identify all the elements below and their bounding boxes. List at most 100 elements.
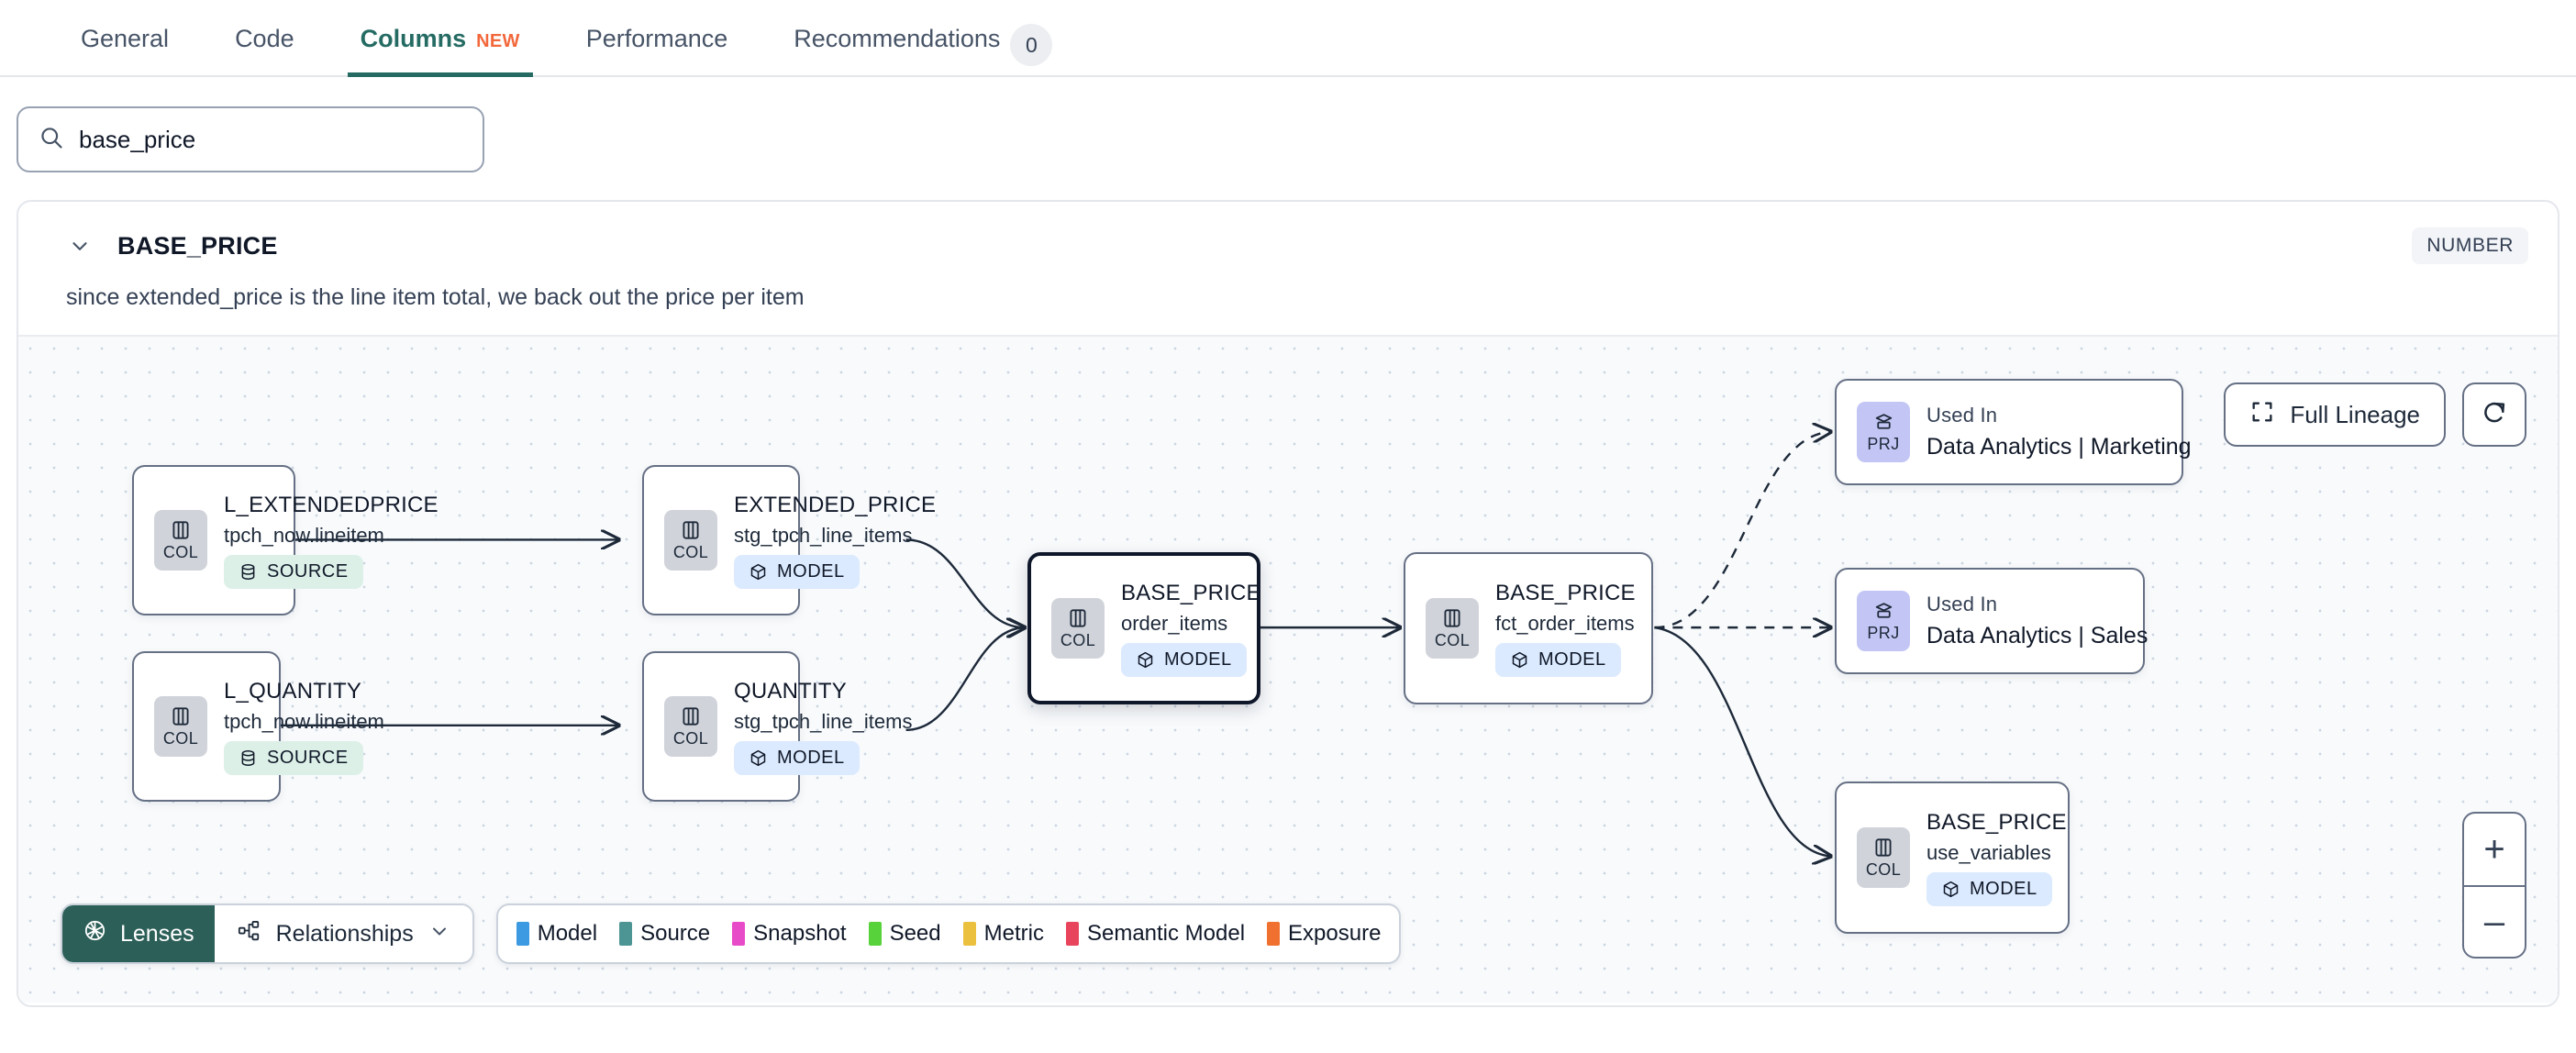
legend-swatch bbox=[868, 922, 882, 946]
search-input[interactable]: base_price bbox=[17, 106, 484, 172]
column-header: BASE_PRICE NUMBER bbox=[18, 202, 2558, 264]
legend-swatch bbox=[962, 922, 976, 946]
node-body: Used In Data Analytics | Sales bbox=[1926, 593, 2148, 649]
node-type-pill: MODEL bbox=[734, 554, 860, 589]
node-name: L_QUANTITY bbox=[224, 678, 362, 704]
node-name: BASE_PRICE bbox=[1926, 809, 2067, 835]
col-badge-icon: COL bbox=[154, 510, 207, 571]
tab-label: Columns bbox=[360, 25, 467, 52]
lineage-node-extended-price[interactable]: COL EXTENDED_PRICE stg_tpch_line_items M… bbox=[642, 465, 937, 615]
tab-performance[interactable]: Performance bbox=[553, 0, 761, 77]
node-type-label: MODEL bbox=[1164, 648, 1232, 670]
legend-item-semantic-model[interactable]: Semantic Model bbox=[1065, 921, 1245, 947]
page-title: BASE_PRICE bbox=[117, 231, 278, 260]
node-type-label: MODEL bbox=[777, 747, 845, 768]
tab-code[interactable]: Code bbox=[202, 0, 328, 77]
full-lineage-label: Full Lineage bbox=[2290, 400, 2420, 428]
legend-item-model[interactable]: Model bbox=[516, 921, 597, 947]
node-type-pill: MODEL bbox=[1495, 642, 1621, 677]
node-name: EXTENDED_PRICE bbox=[734, 492, 937, 517]
node-type-pill: MODEL bbox=[734, 740, 860, 775]
node-body: BASE_PRICE order_items MODEL bbox=[1121, 580, 1261, 677]
prj-badge-label: PRJ bbox=[1867, 623, 1900, 642]
aperture-icon bbox=[83, 918, 107, 949]
search-value: base_price bbox=[79, 125, 196, 153]
tab-columns[interactable]: Columns NEW bbox=[328, 0, 553, 77]
refresh-button[interactable] bbox=[2462, 382, 2526, 447]
zoom-in-button[interactable]: + bbox=[2483, 828, 2505, 870]
col-badge-label: COL bbox=[162, 543, 199, 561]
col-badge-label: COL bbox=[1434, 631, 1471, 649]
node-subtitle: tpch_now.lineitem bbox=[224, 709, 384, 733]
node-body: QUANTITY stg_tpch_line_items MODEL bbox=[734, 679, 912, 775]
lineage-node-used-in-marketing[interactable]: PRJ Used In Data Analytics | Marketing bbox=[1835, 379, 2192, 485]
node-used-in-label: Used In bbox=[1926, 593, 1998, 615]
node-subtitle: tpch_now.lineitem bbox=[224, 523, 384, 547]
cube-icon bbox=[750, 749, 766, 766]
tab-new-flag: NEW bbox=[476, 31, 520, 51]
lineage-node-quantity[interactable]: COL QUANTITY stg_tpch_line_items MODEL bbox=[642, 651, 912, 802]
chevron-down-icon bbox=[428, 920, 450, 948]
node-name: BASE_PRICE bbox=[1121, 580, 1261, 605]
cube-icon bbox=[1138, 651, 1153, 668]
status-badge: NUMBER bbox=[2412, 227, 2528, 264]
zoom-out-button[interactable]: – bbox=[2464, 885, 2525, 957]
node-subtitle: fct_order_items bbox=[1495, 611, 1635, 635]
tab-bar: General Code Columns NEW Performance Rec… bbox=[0, 0, 2576, 77]
legend-item-source[interactable]: Source bbox=[619, 921, 710, 947]
node-type-label: SOURCE bbox=[267, 560, 349, 582]
legend-label: Model bbox=[537, 921, 598, 946]
lineage-node-base-price-fct-order-items[interactable]: COL BASE_PRICE fct_order_items MODEL bbox=[1404, 552, 1653, 704]
relationships-dropdown[interactable]: Relationships bbox=[215, 905, 472, 962]
tab-general[interactable]: General bbox=[48, 0, 202, 77]
node-type-label: MODEL bbox=[1538, 648, 1606, 670]
legend-label: Seed bbox=[889, 921, 941, 946]
cube-icon bbox=[750, 563, 766, 580]
node-type-label: MODEL bbox=[777, 560, 845, 582]
node-body: L_QUANTITY tpch_now.lineitem SOURCE bbox=[224, 678, 384, 775]
chevron-down-icon[interactable] bbox=[66, 232, 94, 260]
relationships-icon bbox=[237, 918, 261, 949]
legend-item-snapshot[interactable]: Snapshot bbox=[732, 921, 847, 947]
canvas-top-controls: Full Lineage bbox=[2224, 382, 2526, 447]
col-badge-icon: COL bbox=[1857, 827, 1910, 888]
node-body: EXTENDED_PRICE stg_tpch_line_items MODEL bbox=[734, 492, 937, 589]
tab-label: Performance bbox=[585, 25, 728, 52]
column-panel: BASE_PRICE NUMBER since extended_price i… bbox=[17, 200, 2559, 1007]
legend-label: Snapshot bbox=[753, 921, 847, 946]
legend-swatch bbox=[1267, 922, 1281, 946]
lineage-node-base-price-use-variables[interactable]: COL BASE_PRICE use_variables MODEL bbox=[1835, 781, 2070, 934]
search-row: base_price bbox=[0, 77, 2576, 172]
legend: Model Source Snapshot Seed Metric bbox=[495, 903, 1402, 964]
lineage-canvas[interactable]: COL L_EXTENDEDPRICE tpch_now.lineitem SO… bbox=[18, 335, 2558, 1003]
legend-swatch bbox=[619, 922, 633, 946]
lineage-node-base-price-order-items[interactable]: COL BASE_PRICE order_items MODEL bbox=[1027, 552, 1261, 704]
legend-label: Source bbox=[640, 921, 711, 946]
column-description: since extended_price is the line item to… bbox=[66, 284, 805, 310]
search-icon bbox=[39, 125, 64, 155]
lenses-button[interactable]: Lenses bbox=[62, 905, 215, 962]
legend-item-seed[interactable]: Seed bbox=[868, 921, 941, 947]
legend-label: Metric bbox=[983, 921, 1044, 946]
legend-swatch bbox=[732, 922, 746, 946]
tab-recommendations[interactable]: Recommendations 0 bbox=[761, 0, 1085, 77]
database-icon bbox=[241, 563, 255, 580]
zoom-controls: + – bbox=[2462, 812, 2526, 959]
lineage-node-l-quantity[interactable]: COL L_QUANTITY tpch_now.lineitem SOURCE bbox=[132, 651, 384, 802]
recommendations-count-badge: 0 bbox=[1010, 24, 1053, 66]
tab-label: Recommendations bbox=[794, 25, 1001, 52]
col-badge-label: COL bbox=[162, 729, 199, 748]
relationships-label: Relationships bbox=[275, 920, 414, 947]
lineage-node-used-in-sales[interactable]: PRJ Used In Data Analytics | Sales bbox=[1835, 568, 2148, 674]
col-badge-label: COL bbox=[672, 729, 709, 748]
node-subtitle: use_variables bbox=[1926, 840, 2051, 864]
full-lineage-button[interactable]: Full Lineage bbox=[2224, 382, 2446, 447]
tab-label: General bbox=[81, 25, 170, 52]
lineage-node-l-extendedprice[interactable]: COL L_EXTENDEDPRICE tpch_now.lineitem SO… bbox=[132, 465, 439, 615]
node-name: L_EXTENDEDPRICE bbox=[224, 492, 439, 517]
legend-item-metric[interactable]: Metric bbox=[962, 921, 1044, 947]
node-body: L_EXTENDEDPRICE tpch_now.lineitem SOURCE bbox=[224, 492, 439, 589]
lineage-edges bbox=[277, 337, 2558, 1003]
node-used-in-label: Used In bbox=[1926, 404, 1998, 427]
legend-item-exposure[interactable]: Exposure bbox=[1267, 921, 1381, 947]
